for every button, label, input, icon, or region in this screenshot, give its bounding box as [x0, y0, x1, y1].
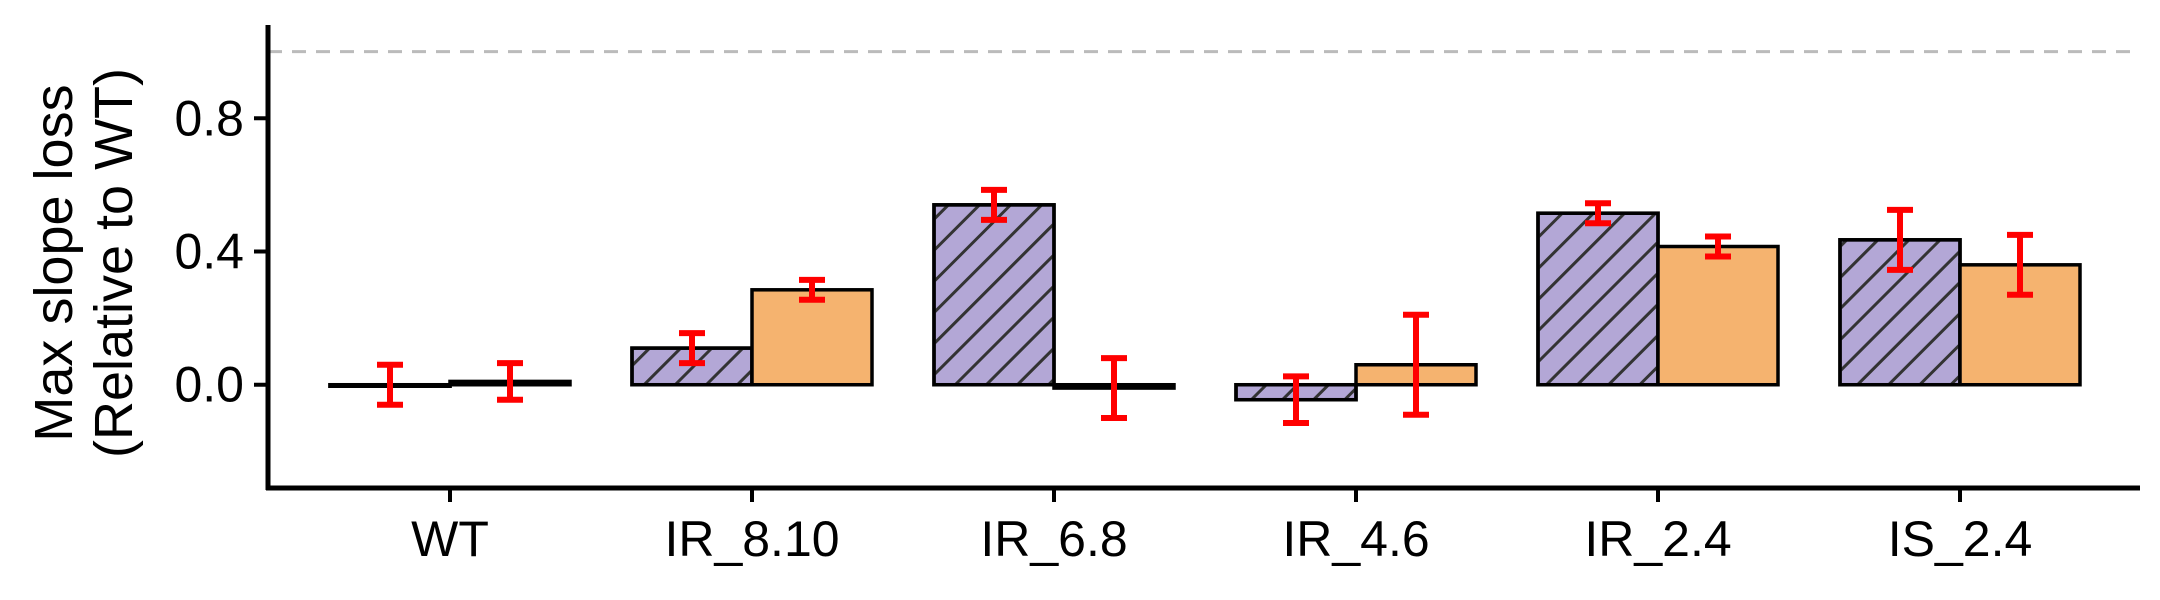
y-tick-label-0.8: 0.8	[174, 90, 244, 146]
bar-IR_8.10-s2	[750, 288, 874, 387]
error-bar-IR_8.10-s2	[799, 276, 825, 303]
error-bar-IR_4.6-s2	[1403, 311, 1429, 418]
x-tick-label-WT: WT	[411, 511, 489, 567]
x-tick-label-IR_4.6: IR_4.6	[1282, 511, 1429, 567]
x-tick-label-IR_2.4: IR_2.4	[1584, 511, 1731, 567]
y-tick-label-0.4: 0.4	[174, 224, 244, 280]
error-bar-IR_6.8-s1	[981, 186, 1007, 223]
error-bar-IS_2.4-s1	[1887, 206, 1913, 273]
error-bar-IS_2.4-s2	[2007, 231, 2033, 298]
error-bar-IR_8.10-s1	[679, 330, 705, 367]
error-bar-IR_2.4-s2	[1705, 233, 1731, 260]
y-axis-label-line-1: Max slope loss	[24, 84, 84, 441]
error-bar-IR_6.8-s2	[1101, 355, 1127, 422]
x-tick-label-IR_6.8: IR_6.8	[980, 511, 1127, 567]
error-bar-WT-s1	[377, 361, 403, 408]
bar-hatch-IR_6.8-s1	[932, 203, 1056, 387]
x-tick-label-IS_2.4: IS_2.4	[1888, 511, 2033, 567]
error-bar-IR_4.6-s1	[1283, 373, 1309, 427]
error-bar-WT-s2	[497, 360, 523, 403]
bar-IR_2.4-s2	[1656, 244, 1780, 387]
y-tick-label-0.0: 0.0	[174, 357, 244, 413]
error-bar-IR_2.4-s1	[1585, 200, 1611, 227]
y-axis-label-line-2: (Relative to WT)	[84, 68, 144, 458]
bar-hatch-IR_2.4-s1	[1536, 211, 1660, 387]
plot-area: 0.0 0.4 0.8WT IR_8.10 IR_6.8 IR_4.6 IR_2.4 IS_2…	[174, 25, 2140, 567]
x-tick-label-IR_8.10: IR_8.10	[664, 511, 839, 567]
